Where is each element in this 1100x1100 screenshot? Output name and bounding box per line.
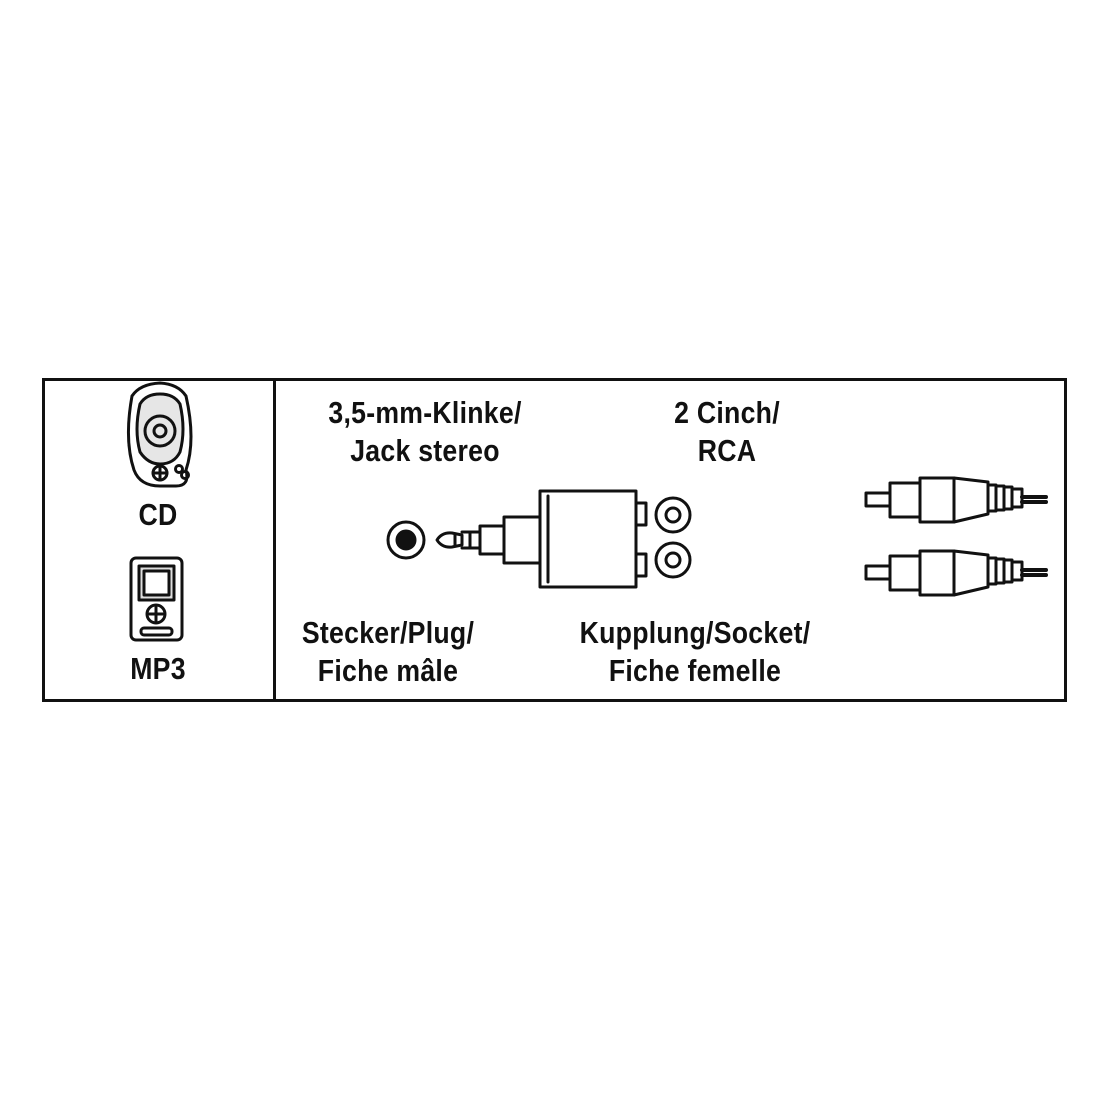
- jack-plug-adapter-icon: [435, 489, 648, 589]
- mp3-label: MP3: [130, 651, 186, 686]
- plug-type-line1: Stecker/Plug/: [301, 615, 475, 650]
- plug-type-line2: Fiche mâle: [317, 653, 459, 688]
- mp3-player-icon: [129, 556, 184, 642]
- device-panel-divider: [273, 378, 276, 702]
- jack-socket-icon: [386, 520, 426, 560]
- plug-title-line2: Jack stereo: [350, 433, 500, 468]
- socket-title-line1: 2 Cinch/: [674, 395, 780, 430]
- plug-title: 3,5-mm-Klinke/ Jack stereo: [305, 394, 546, 470]
- socket-type: Kupplung/Socket/ Fiche femelle: [562, 614, 829, 690]
- socket-title: 2 Cinch/ RCA: [641, 394, 813, 470]
- cd-player-icon: [126, 381, 193, 488]
- rca-socket-icon: [654, 496, 692, 579]
- rca-plug-cable-icon: [864, 476, 1048, 597]
- plug-title-line1: 3,5-mm-Klinke/: [328, 395, 522, 430]
- cd-label: CD: [138, 497, 178, 532]
- socket-type-line2: Fiche femelle: [608, 653, 782, 688]
- plug-type: Stecker/Plug/ Fiche mâle: [276, 614, 500, 690]
- socket-type-line1: Kupplung/Socket/: [579, 615, 811, 650]
- diagram-frame: [42, 378, 1067, 702]
- socket-title-line2: RCA: [697, 433, 757, 468]
